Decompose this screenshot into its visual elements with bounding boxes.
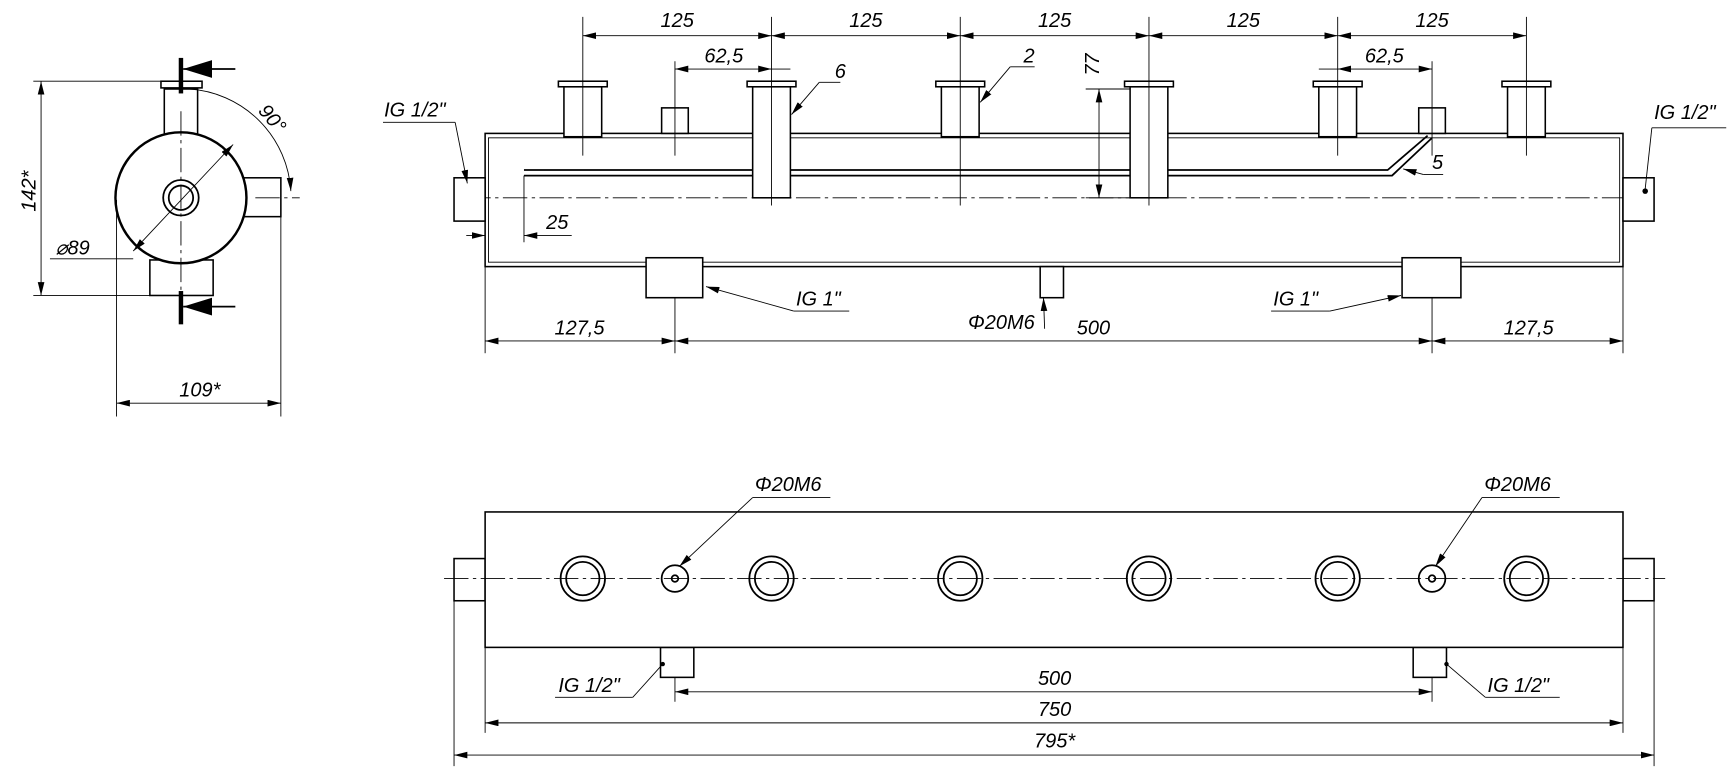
leader-line bbox=[1403, 168, 1424, 176]
leader-line bbox=[1040, 297, 1048, 329]
sleeve-bore bbox=[670, 574, 680, 583]
pitch-label: 125 bbox=[1227, 10, 1261, 32]
leader-line bbox=[1644, 127, 1653, 189]
left-port-label: IG 1/2" bbox=[384, 100, 446, 122]
dim-127-left: 127,5 bbox=[554, 317, 605, 339]
sleeve-bottom bbox=[1039, 265, 1065, 299]
angle-arc bbox=[188, 88, 294, 192]
dim-142-label: 142* bbox=[19, 169, 41, 211]
dim-line-diameter bbox=[132, 144, 234, 252]
bottom-port-left-label: IG 1" bbox=[796, 288, 842, 310]
nozzle-bore bbox=[942, 561, 978, 597]
dim-109-label: 109* bbox=[179, 379, 221, 401]
nozzle-bore bbox=[1508, 561, 1544, 597]
nozzle-opening bbox=[937, 555, 984, 602]
sleeve-opening bbox=[1417, 564, 1447, 593]
sleeve-label: Φ20M6 bbox=[968, 312, 1036, 334]
nozzle-opening bbox=[1503, 555, 1550, 602]
inner-pipe bbox=[523, 134, 1429, 171]
nozzle-bore bbox=[1131, 561, 1167, 597]
pitch-label: 125 bbox=[1038, 10, 1072, 32]
port-dot bbox=[1642, 188, 1648, 194]
bottom-pipe bbox=[149, 259, 214, 297]
sleeve-left-label: Φ20M6 bbox=[755, 474, 823, 496]
callout-2: 2 bbox=[1023, 45, 1035, 67]
right-port bbox=[1622, 557, 1655, 602]
callout-5: 5 bbox=[1432, 152, 1444, 174]
inner-pipe-wall bbox=[523, 137, 1433, 177]
left-port bbox=[453, 557, 486, 602]
side-view: 142* ⌀89 90° 109* bbox=[19, 57, 300, 417]
leader-line bbox=[979, 66, 1011, 103]
leader-line bbox=[791, 82, 820, 115]
bottom-port bbox=[645, 256, 704, 299]
bottom-port bbox=[1401, 256, 1462, 299]
leader-line bbox=[1435, 497, 1483, 567]
sleeve-bore bbox=[1427, 574, 1437, 583]
nozzle-opening bbox=[1125, 555, 1173, 602]
front-view: 125 125 125 125 125 62,5 62,5 77 6 2 5 I… bbox=[382, 10, 1727, 354]
pitch-label: 125 bbox=[849, 10, 883, 32]
bottom-port-right-label: IG 1" bbox=[1273, 288, 1319, 310]
dim-500-label: 500 bbox=[1038, 668, 1071, 690]
port-right-label: IG 1/2" bbox=[1488, 675, 1550, 697]
dim-diameter-label: ⌀89 bbox=[56, 237, 90, 259]
angle-label: 90° bbox=[254, 100, 290, 137]
nozzle-opening bbox=[1314, 555, 1361, 602]
side-stub bbox=[242, 177, 282, 218]
top-view: Φ20M6 Φ20M6 IG 1/2" IG 1/2" 500 750 795* bbox=[444, 474, 1666, 767]
left-port bbox=[453, 177, 486, 222]
dim-77-label: 77 bbox=[1082, 53, 1104, 76]
nozzle-bore bbox=[753, 561, 790, 597]
header-body bbox=[484, 132, 1624, 268]
leader-line bbox=[679, 497, 753, 567]
sleeve-right-label: Φ20M6 bbox=[1484, 474, 1552, 496]
half-pitch-label: 62,5 bbox=[1365, 45, 1405, 67]
header-wall bbox=[488, 137, 1621, 263]
sleeve-opening bbox=[660, 564, 690, 593]
half-pitch-label: 62,5 bbox=[704, 45, 744, 67]
port-left-label: IG 1/2" bbox=[558, 675, 620, 697]
bottom-port bbox=[1412, 646, 1448, 679]
dim-750-label: 750 bbox=[1038, 699, 1071, 721]
bottom-port bbox=[659, 646, 695, 679]
header-body bbox=[484, 511, 1624, 649]
dim-500: 500 bbox=[1077, 317, 1110, 339]
leader-line bbox=[1329, 295, 1402, 312]
nozzle-bore bbox=[565, 561, 601, 597]
right-port-label: IG 1/2" bbox=[1654, 102, 1716, 124]
dim-25-label: 25 bbox=[545, 212, 569, 234]
pitch-dimensions: 125 125 125 125 125 62,5 62,5 77 bbox=[582, 10, 1527, 206]
leader-line bbox=[632, 663, 664, 698]
nozzle-bore bbox=[1320, 561, 1356, 597]
leader-line bbox=[454, 122, 469, 184]
nozzle-opening bbox=[559, 555, 606, 602]
leader-line bbox=[705, 286, 794, 312]
dim-127-right: 127,5 bbox=[1504, 317, 1555, 339]
dim-795-label: 795* bbox=[1034, 730, 1076, 752]
callout-6: 6 bbox=[835, 61, 847, 83]
right-port bbox=[1622, 177, 1655, 222]
pitch-label: 125 bbox=[1415, 10, 1449, 32]
nozzle-openings bbox=[559, 555, 1550, 602]
nozzle-opening bbox=[748, 555, 795, 602]
leader-line bbox=[1446, 663, 1486, 698]
pitch-label: 125 bbox=[661, 10, 695, 32]
